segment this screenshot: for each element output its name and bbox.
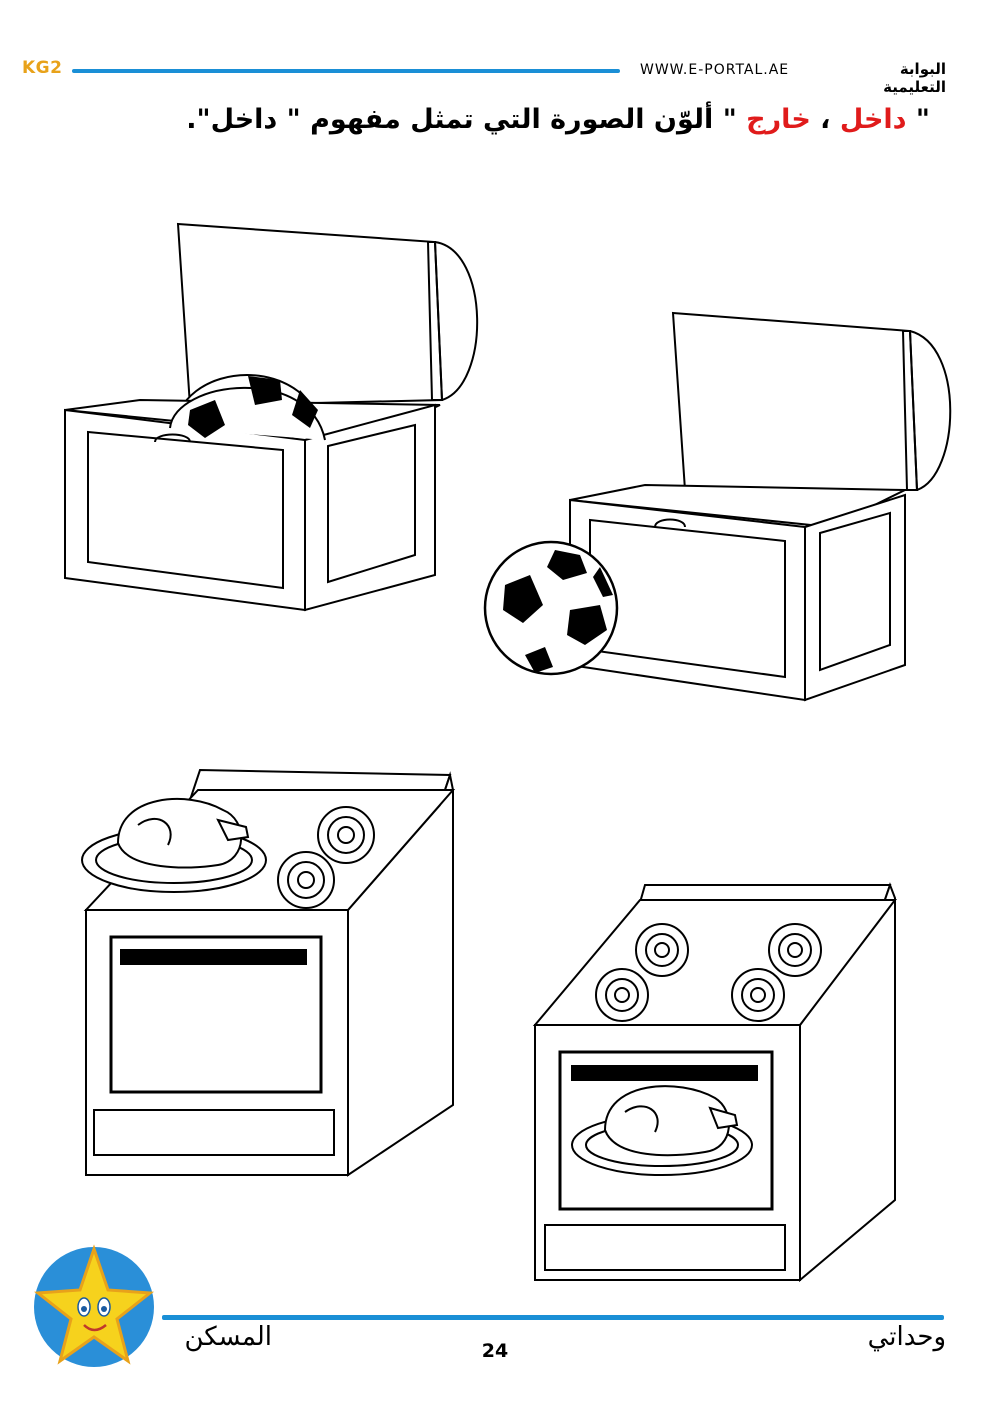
instruction-text: " داخل ، خارج " ألوّن الصورة التي تمثل م… — [186, 104, 930, 135]
word-inside: داخل — [839, 104, 907, 135]
grade-label: KG2 — [22, 58, 63, 78]
word-outside: خارج — [746, 104, 811, 135]
roast-chicken-icon — [571, 1085, 753, 1176]
footer-divider — [162, 1315, 944, 1320]
footer-topic: المسكن — [184, 1322, 272, 1352]
instruction-quote: " — [915, 104, 930, 135]
soccer-ball-icon — [483, 540, 619, 676]
instruction-separator: ، — [810, 104, 840, 135]
stove-icon — [532, 882, 898, 1283]
roast-chicken-icon — [81, 798, 267, 893]
footer-unit: وحداتي — [867, 1322, 946, 1352]
page-number: 24 — [481, 1340, 509, 1362]
treasure-chest-icon — [569, 311, 952, 702]
header-divider — [72, 69, 620, 73]
chest-ball-outside-picture[interactable] — [483, 305, 952, 705]
instruction-rest: " ألوّن الصورة التي تمثل مفهوم " داخل". — [186, 104, 747, 135]
star-mascot-icon — [34, 1244, 154, 1367]
stove-chicken-on-top-picture[interactable] — [78, 765, 458, 1185]
stove-chicken-inside-picture[interactable] — [530, 880, 910, 1300]
burner-icon — [277, 806, 375, 909]
burner-icon — [595, 923, 822, 1022]
brand-label: البوابة التعليمية — [883, 60, 946, 96]
chest-ball-inside-picture[interactable] — [60, 210, 490, 620]
website-label: WWW.E-PORTAL.AE — [640, 62, 790, 78]
soccer-ball-icon — [169, 376, 326, 441]
